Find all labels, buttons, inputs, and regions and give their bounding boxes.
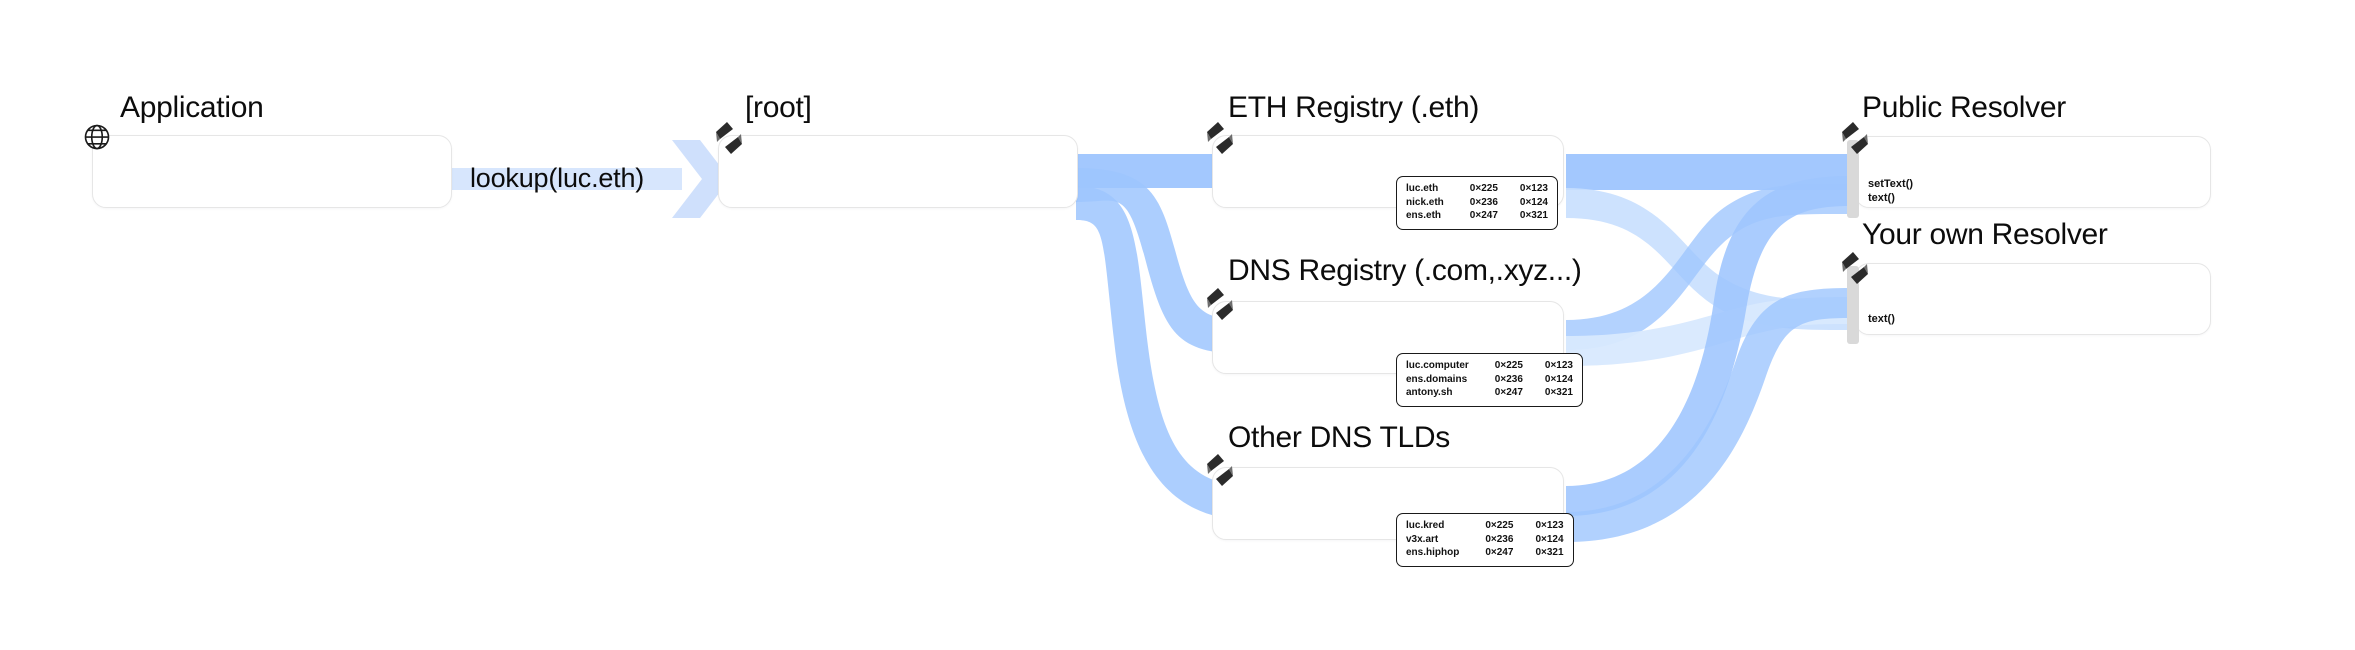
ens-icon-eth-registry	[1203, 118, 1237, 158]
ens-icon-root	[712, 118, 746, 158]
cell-resolver: 0×123	[1544, 360, 1573, 371]
method-item: setText()	[1868, 178, 1914, 190]
node-public-resolver[interactable]	[1855, 136, 2211, 208]
cell-owner: 0×225	[1485, 520, 1514, 531]
table-row: nick.eth 0×236 0×124	[1406, 196, 1548, 210]
cell-name: nick.eth	[1406, 196, 1444, 208]
node-title-other-dns-tlds: Other DNS TLDs	[1228, 421, 1450, 454]
resolver-handle-your-own[interactable]	[1847, 266, 1859, 344]
cell-resolver: 0×321	[1544, 387, 1573, 398]
cell-owner: 0×247	[1469, 210, 1498, 221]
cell-name: ens.eth	[1406, 210, 1442, 221]
method-item: text()	[1868, 191, 1895, 204]
table-row: v3x.art 0×236 0×124	[1406, 533, 1564, 547]
cell-owner: 0×247	[1494, 387, 1523, 398]
cell-owner: 0×236	[1485, 533, 1514, 545]
edge-label-lookup: lookup(luc.eth)	[470, 163, 645, 193]
methods-your-own-resolver: text()	[1868, 313, 1895, 327]
cell-name: luc.kred	[1406, 520, 1445, 531]
node-title-root: [root]	[745, 91, 812, 124]
ens-icon-dns-registry	[1203, 284, 1237, 324]
ribbon-dns-to-public	[1566, 183, 1850, 350]
cell-resolver: 0×321	[1519, 210, 1548, 221]
cell-resolver: 0×123	[1519, 183, 1548, 194]
records-table-dns-registry: luc.computer 0×225 0×123 ens.domains 0×2…	[1396, 353, 1583, 407]
table-dns-registry: luc.computer 0×225 0×123 ens.domains 0×2…	[1406, 359, 1573, 400]
cell-owner: 0×225	[1469, 183, 1498, 194]
node-title-public-resolver: Public Resolver	[1862, 91, 2066, 124]
node-title-application: Application	[120, 91, 264, 124]
ens-icon-your-own-resolver	[1838, 248, 1872, 288]
cell-resolver: 0×123	[1535, 520, 1564, 531]
cell-name: ens.hiphop	[1406, 547, 1460, 558]
node-application[interactable]	[92, 135, 452, 208]
table-row: ens.eth 0×247 0×321	[1406, 209, 1548, 223]
table-row: luc.kred 0×225 0×123	[1406, 519, 1564, 533]
cell-name: ens.domains	[1406, 373, 1468, 385]
table-row: luc.computer 0×225 0×123	[1406, 359, 1573, 373]
records-table-other-dns-tlds: luc.kred 0×225 0×123 v3x.art 0×236 0×124…	[1396, 513, 1574, 567]
table-row: luc.eth 0×225 0×123	[1406, 182, 1548, 196]
ens-icon-other-dns-tlds	[1203, 450, 1237, 490]
resolver-handle-public[interactable]	[1847, 140, 1859, 218]
cell-resolver: 0×124	[1535, 533, 1564, 545]
cell-name: luc.eth	[1406, 183, 1439, 194]
node-your-own-resolver[interactable]	[1855, 263, 2211, 335]
ens-icon-public-resolver	[1838, 118, 1872, 158]
table-row: antony.sh 0×247 0×321	[1406, 386, 1573, 400]
node-title-eth-registry: ETH Registry (.eth)	[1228, 91, 1480, 124]
cell-owner: 0×236	[1469, 196, 1498, 208]
ribbon-other-to-yours	[1566, 288, 1850, 542]
node-title-your-own-resolver: Your own Resolver	[1862, 218, 2108, 251]
globe-icon	[82, 122, 112, 152]
table-other-dns-tlds: luc.kred 0×225 0×123 v3x.art 0×236 0×124…	[1406, 519, 1564, 560]
table-row: ens.domains 0×236 0×124	[1406, 373, 1573, 387]
node-root[interactable]	[718, 135, 1078, 208]
cell-name: v3x.art	[1406, 533, 1439, 545]
cell-resolver: 0×321	[1535, 547, 1564, 558]
table-eth-registry: luc.eth 0×225 0×123 nick.eth 0×236 0×124…	[1406, 182, 1548, 223]
methods-public-resolver: setText() text()	[1868, 178, 1913, 206]
cell-resolver: 0×124	[1544, 373, 1573, 385]
method-item: text()	[1868, 313, 1895, 325]
ribbon-eth-to-public	[1566, 154, 1850, 190]
cell-owner: 0×236	[1494, 373, 1523, 385]
node-title-dns-registry: DNS Registry (.com,.xyz...)	[1228, 254, 1582, 287]
cell-name: antony.sh	[1406, 387, 1453, 398]
ribbon-eth-to-yours	[1566, 188, 1850, 330]
cell-owner: 0×225	[1494, 360, 1523, 371]
table-row: ens.hiphop 0×247 0×321	[1406, 546, 1564, 560]
cell-name: luc.computer	[1406, 360, 1469, 371]
cell-owner: 0×247	[1485, 547, 1514, 558]
ribbon-dns-to-yours	[1566, 297, 1850, 366]
cell-resolver: 0×124	[1519, 196, 1548, 208]
records-table-eth-registry: luc.eth 0×225 0×123 nick.eth 0×236 0×124…	[1396, 176, 1558, 230]
ribbon-other-to-public	[1566, 176, 1850, 516]
